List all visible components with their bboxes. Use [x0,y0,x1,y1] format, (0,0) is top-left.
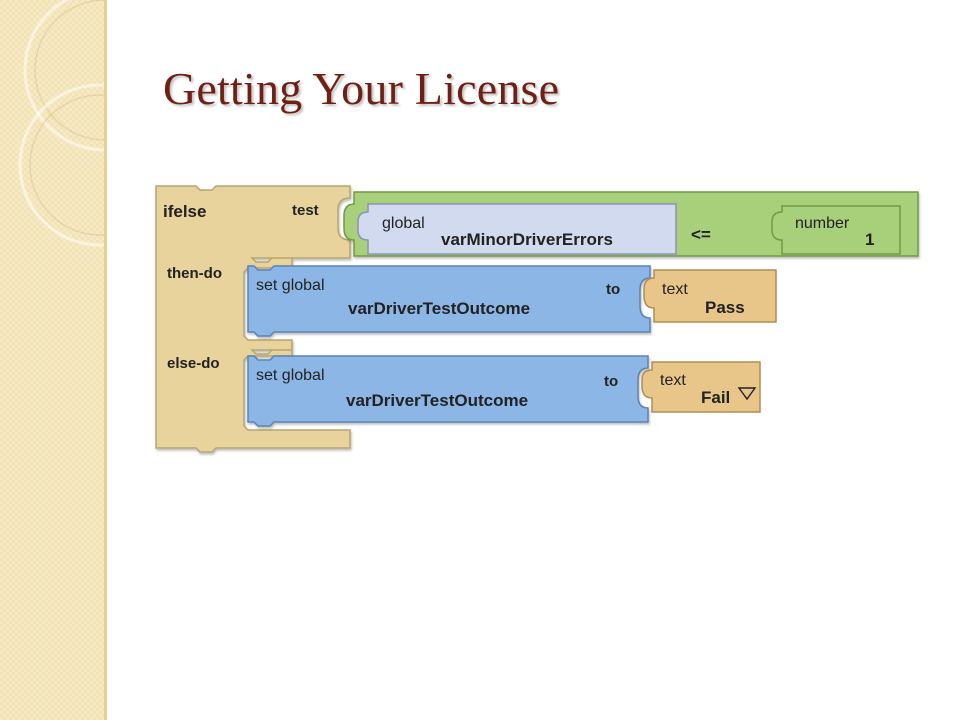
then-set-global-label: set global [256,277,325,294]
ifelse-keyword: ifelse [163,202,206,221]
sidebar-circles-decoration [18,0,104,247]
then-to-label: to [606,281,620,298]
triangle-down-icon[interactable] [737,387,757,401]
ifelse-test-label: test [292,202,319,219]
getter-variable-name: varMinorDriverErrors [441,230,613,249]
else-set-global-label: set global [256,367,325,384]
pass-text-value[interactable]: Pass [705,298,745,317]
pass-text-label: text [662,281,688,298]
ifelse-block[interactable] [155,185,351,453]
global-variable-getter-shape [357,203,677,255]
pass-text-block[interactable] [643,269,777,323]
fail-text-label: text [660,372,686,389]
else-variable-name[interactable]: varDriverTestOutcome [346,391,528,410]
fail-text-block-shape [641,361,761,413]
getter-global-label: global [382,215,425,232]
decorative-sidebar [0,0,104,720]
ifelse-block-shape [155,185,351,453]
number-block-shape [771,205,901,255]
fail-text-block[interactable] [641,361,761,413]
number-label: number [795,215,850,232]
then-set-global-block[interactable] [247,265,651,337]
else-set-global-shape [247,355,649,427]
then-variable-name[interactable]: varDriverTestOutcome [348,299,530,318]
pass-text-block-shape [643,269,777,323]
slide-title: Getting Your License [163,63,560,114]
sidebar-divider [104,0,107,720]
then-set-global-shape [247,265,651,337]
number-block[interactable] [771,205,901,255]
else-set-global-block[interactable] [247,355,649,427]
fail-text-value[interactable]: Fail [701,388,730,407]
else-to-label: to [604,373,618,390]
ifelse-else-label: else-do [167,355,220,372]
number-value[interactable]: 1 [865,230,874,249]
ifelse-then-label: then-do [167,265,222,282]
global-variable-getter-block[interactable] [357,203,677,255]
compare-operator[interactable]: <= [691,225,711,244]
